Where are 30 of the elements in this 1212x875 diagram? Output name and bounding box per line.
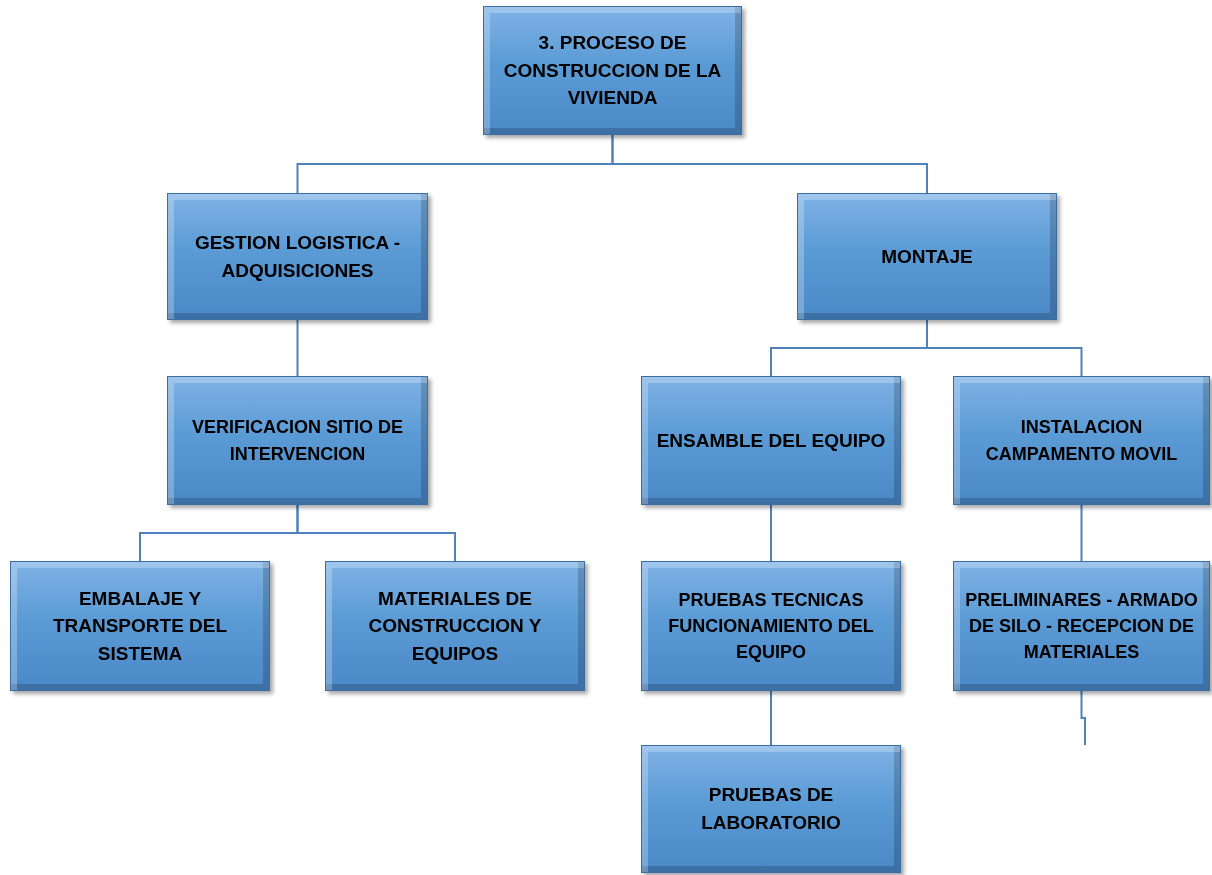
- process-box: [641, 561, 901, 691]
- process-box: [641, 745, 901, 873]
- connector-line: [1080, 690, 1086, 746]
- process-box: [953, 561, 1210, 691]
- box-label: 3. PROCESO DE CONSTRUCCION DE LA VIVIENDA: [502, 31, 723, 111]
- box-label: PRUEBAS TECNICAS FUNCIONAMIENTO DEL EQUIPO: [667, 588, 875, 665]
- box-label: PRELIMINARES - ARMADO DE SILO - RECEPCION DE MATERIALES: [964, 588, 1199, 665]
- box-label: MONTAJE: [881, 244, 973, 269]
- process-box: [953, 376, 1210, 505]
- connector-line: [611, 134, 928, 194]
- box-label: PRUEBAS DE LABORATORIO: [700, 783, 842, 835]
- connector-line: [296, 504, 456, 562]
- connector-line: [1080, 504, 1083, 562]
- connector-line: [770, 504, 772, 562]
- box-label: INSTALACION CAMPAMENTO MOVIL: [984, 416, 1179, 466]
- connector-line: [770, 690, 772, 746]
- process-box: [797, 193, 1057, 320]
- process-box: [10, 561, 270, 691]
- process-box: [483, 6, 742, 135]
- box-label: MATERIALES DE CONSTRUCCION Y EQUIPOS: [367, 586, 543, 666]
- box-label: GESTION LOGISTICA - ADQUISICIONES: [193, 230, 402, 283]
- process-box: [167, 193, 428, 320]
- connector-line: [296, 319, 299, 377]
- box-label: ENSAMBLE DEL EQUIPO: [656, 428, 886, 453]
- process-box: [325, 561, 585, 691]
- box-label: EMBALAJE Y TRANSPORTE DEL SISTEMA: [51, 586, 229, 666]
- box-label: VERIFICACION SITIO DE INTERVENCION: [191, 416, 404, 466]
- process-box: [641, 376, 901, 505]
- connector-line: [926, 319, 1083, 377]
- process-box: [167, 376, 428, 505]
